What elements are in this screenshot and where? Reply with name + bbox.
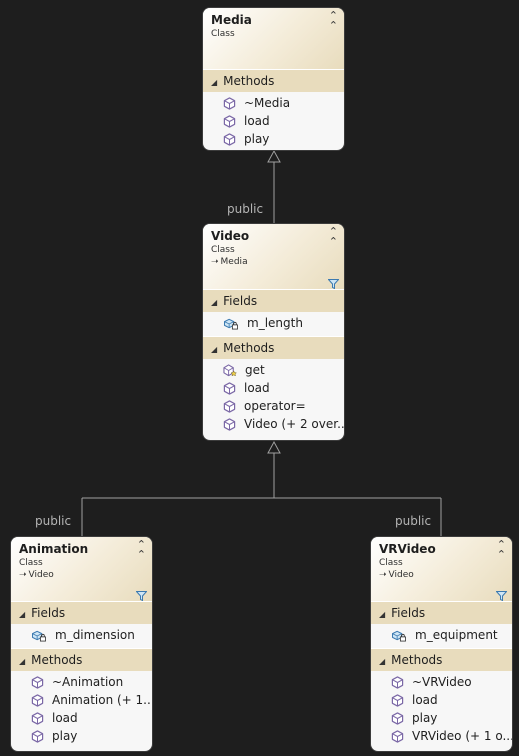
- class-box-animation[interactable]: Animation Class ➝Video ⌃⌃ ◢Fields m_dime…: [11, 537, 152, 751]
- methods-section-header[interactable]: ◢Methods: [203, 336, 344, 359]
- method-cube-icon: [31, 676, 44, 689]
- method-item[interactable]: play: [203, 130, 344, 148]
- collapse-triangle-icon: ◢: [19, 610, 26, 619]
- method-item[interactable]: operator=: [203, 397, 344, 415]
- method-item[interactable]: ~Animation: [11, 673, 152, 691]
- field-lock-icon: [223, 318, 238, 330]
- filter-funnel-icon[interactable]: [495, 588, 508, 602]
- method-cube-icon: [223, 400, 236, 413]
- methods-section-header[interactable]: ◢Methods: [203, 69, 344, 92]
- method-cube-icon: [223, 133, 236, 146]
- relation-label-animation: public: [35, 514, 72, 528]
- method-item[interactable]: Video (+ 2 over...: [203, 415, 344, 433]
- class-name: Animation: [19, 542, 89, 556]
- class-box-media[interactable]: Media Class ⌃⌃ ◢Methods ~Media load play: [203, 8, 344, 150]
- double-chevron-up-icon[interactable]: ⌃⌃: [328, 225, 338, 248]
- field-item[interactable]: m_dimension: [11, 626, 152, 644]
- class-header[interactable]: VRVideo Class ➝Video ⌃⌃: [371, 537, 512, 602]
- class-kind: Class: [379, 558, 403, 568]
- class-kind: Class: [19, 558, 43, 568]
- method-cube-icon: [391, 694, 404, 707]
- double-chevron-up-icon[interactable]: ⌃⌃: [136, 538, 146, 561]
- method-cube-icon: [391, 676, 404, 689]
- method-item[interactable]: Animation (+ 1...: [11, 691, 152, 709]
- relation-label-vrvideo: public: [395, 514, 432, 528]
- collapse-triangle-icon: ◢: [211, 298, 218, 307]
- method-item[interactable]: play: [11, 727, 152, 745]
- fields-section-header[interactable]: ◢Fields: [203, 289, 344, 312]
- method-cube-icon: [31, 694, 44, 707]
- fields-section-header[interactable]: ◢Fields: [11, 601, 152, 624]
- method-item[interactable]: load: [371, 691, 512, 709]
- method-item[interactable]: ~Media: [203, 94, 344, 112]
- class-kind: Class: [211, 29, 235, 39]
- filter-funnel-icon[interactable]: [327, 276, 340, 290]
- double-chevron-up-icon[interactable]: ⌃⌃: [496, 538, 506, 561]
- collapse-triangle-icon: ◢: [211, 345, 218, 354]
- method-item[interactable]: get: [203, 361, 344, 379]
- method-cube-icon: [391, 712, 404, 725]
- methods-list: get load operator= Video (+ 2 over...: [203, 359, 344, 437]
- double-chevron-up-icon[interactable]: ⌃⌃: [328, 9, 338, 32]
- class-box-video[interactable]: Video Class ➝Media ⌃⌃ ◢Fields m_length ◢…: [203, 224, 344, 440]
- collapse-triangle-icon: ◢: [211, 78, 218, 87]
- method-cube-icon: [31, 730, 44, 743]
- inheritance-arrow-icon: ➝: [211, 257, 219, 267]
- class-box-vrvideo[interactable]: VRVideo Class ➝Video ⌃⌃ ◢Fields m_equipm…: [371, 537, 512, 751]
- inherit-arrowhead-video: [267, 440, 281, 454]
- class-name: Media: [211, 13, 252, 27]
- methods-section-header[interactable]: ◢Methods: [11, 648, 152, 671]
- class-header[interactable]: Video Class ➝Media ⌃⌃: [203, 224, 344, 290]
- inheritance-arrow-icon: ➝: [379, 570, 387, 580]
- base-class: ➝Video: [19, 570, 54, 580]
- fields-list: m_length: [203, 312, 344, 336]
- base-class: ➝Video: [379, 570, 414, 580]
- collapse-triangle-icon: ◢: [379, 610, 386, 619]
- method-item[interactable]: load: [203, 112, 344, 130]
- static-method-icon: [223, 364, 237, 377]
- method-cube-icon: [31, 712, 44, 725]
- field-lock-icon: [31, 630, 46, 642]
- class-name: Video: [211, 229, 250, 243]
- relation-label-media-video: public: [227, 202, 264, 216]
- methods-section-header[interactable]: ◢Methods: [371, 648, 512, 671]
- method-item[interactable]: load: [203, 379, 344, 397]
- field-item[interactable]: m_equipment: [371, 626, 512, 644]
- methods-list: ~VRVideo load play VRVideo (+ 1 o...: [371, 671, 512, 749]
- methods-list: ~Animation Animation (+ 1... load play: [11, 671, 152, 749]
- method-cube-icon: [223, 418, 236, 431]
- inherit-arrowhead-media: [267, 149, 281, 163]
- fields-list: m_dimension: [11, 624, 152, 648]
- fields-section-header[interactable]: ◢Fields: [371, 601, 512, 624]
- method-item[interactable]: load: [11, 709, 152, 727]
- method-cube-icon: [391, 730, 404, 743]
- method-cube-icon: [223, 115, 236, 128]
- field-item[interactable]: m_length: [203, 314, 344, 332]
- class-name: VRVideo: [379, 542, 436, 556]
- method-cube-icon: [223, 382, 236, 395]
- collapse-triangle-icon: ◢: [379, 657, 386, 666]
- base-class: ➝Media: [211, 257, 248, 267]
- methods-list: ~Media load play: [203, 92, 344, 150]
- filter-funnel-icon[interactable]: [135, 588, 148, 602]
- method-item[interactable]: VRVideo (+ 1 o...: [371, 727, 512, 745]
- collapse-triangle-icon: ◢: [19, 657, 26, 666]
- class-kind: Class: [211, 245, 235, 255]
- method-cube-icon: [223, 97, 236, 110]
- class-header[interactable]: Animation Class ➝Video ⌃⌃: [11, 537, 152, 602]
- method-item[interactable]: ~VRVideo: [371, 673, 512, 691]
- class-header[interactable]: Media Class ⌃⌃: [203, 8, 344, 69]
- inheritance-arrow-icon: ➝: [19, 570, 27, 580]
- method-item[interactable]: play: [371, 709, 512, 727]
- field-lock-icon: [391, 630, 406, 642]
- fields-list: m_equipment: [371, 624, 512, 648]
